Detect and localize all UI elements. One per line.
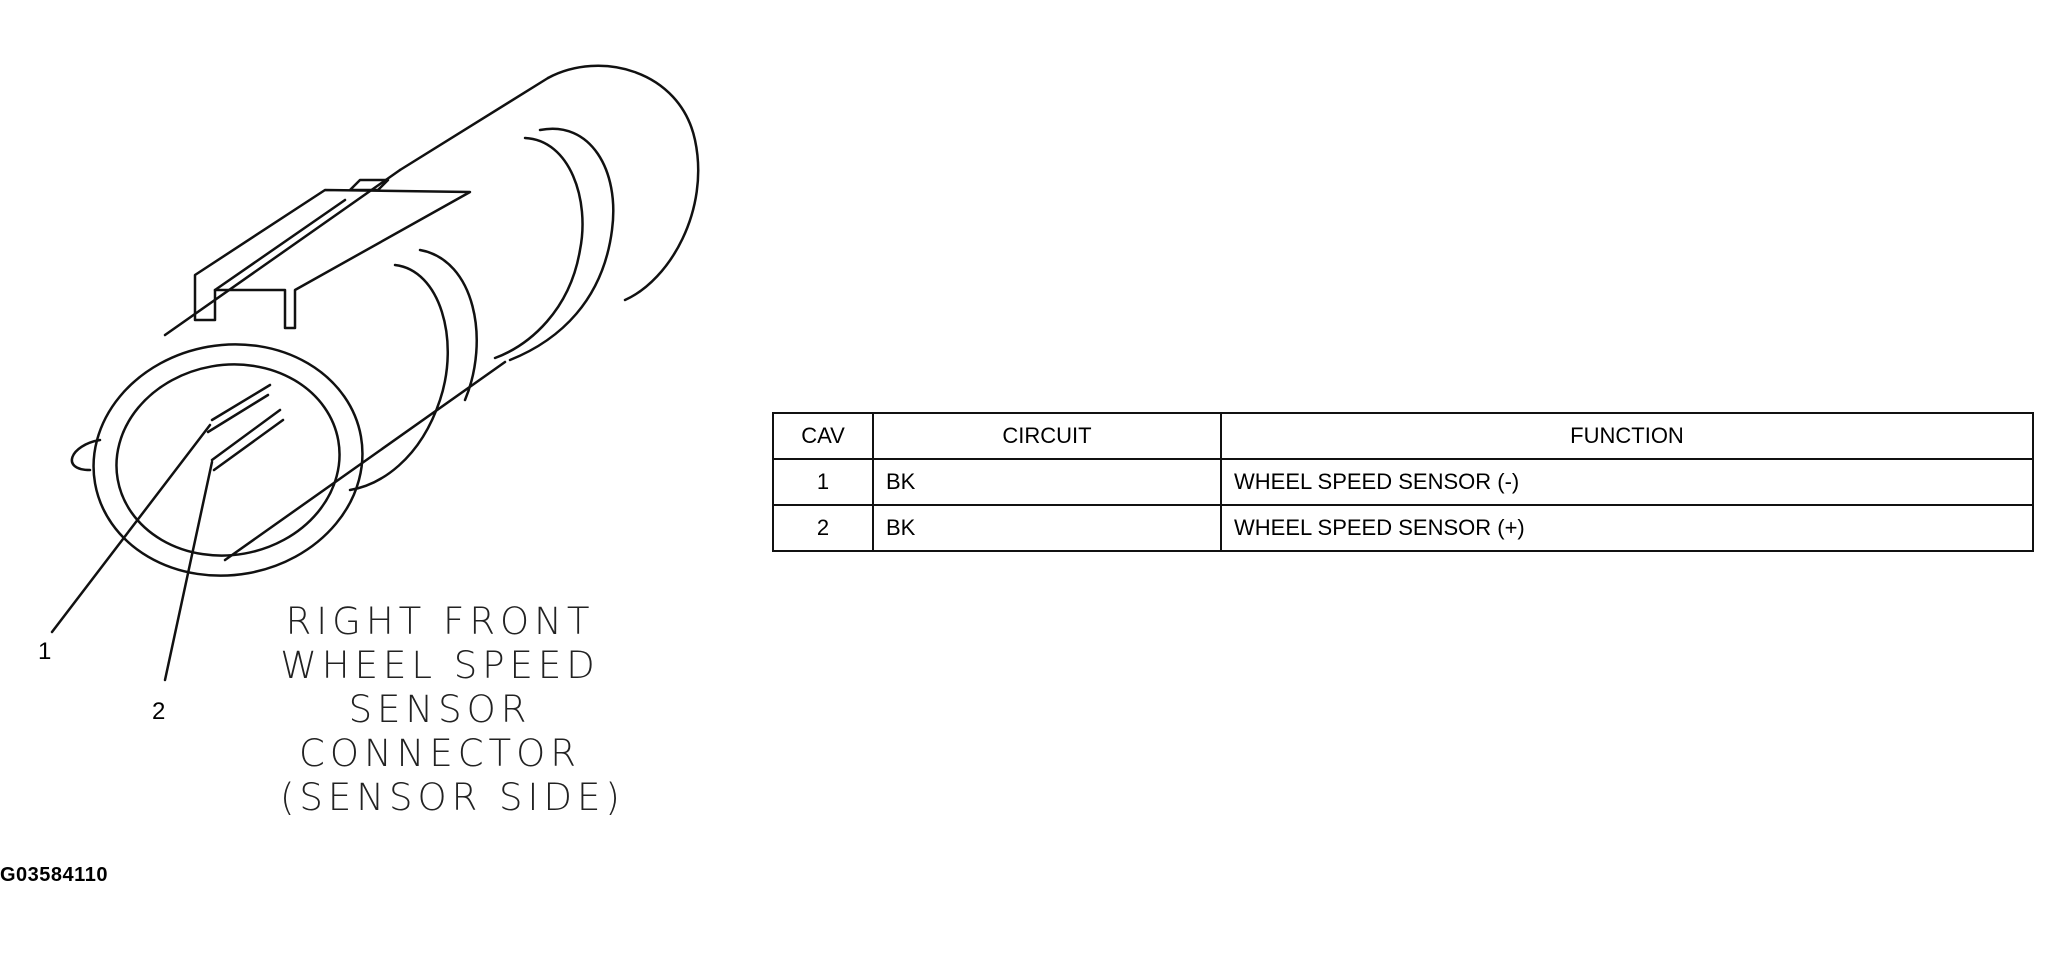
cell-function: WHEEL SPEED SENSOR (+) — [1220, 504, 2034, 552]
body-ring-2 — [418, 248, 478, 402]
pin-label-1: 1 — [38, 638, 52, 665]
table-row: 1 BK WHEEL SPEED SENSOR (-) — [772, 458, 2034, 506]
cell-cav: 1 — [772, 458, 874, 506]
header-circuit: CIRCUIT — [872, 412, 1222, 460]
rear-cap-top — [398, 76, 550, 172]
header-cav: CAV — [772, 412, 874, 460]
cell-function: WHEEL SPEED SENSOR (-) — [1220, 458, 2034, 506]
connector-caption: RIGHT FRONT WHEEL SPEED SENSOR CONNECTOR… — [280, 600, 625, 820]
caption-line: RIGHT FRONT — [285, 600, 595, 643]
body-bottom — [223, 360, 507, 562]
rear-cap — [546, 64, 700, 302]
leader-2 — [163, 460, 214, 682]
header-function: FUNCTION — [1220, 412, 2034, 460]
body-top — [163, 168, 402, 337]
side-stub — [70, 438, 102, 472]
body-ring — [348, 263, 449, 492]
cell-circuit: BK — [872, 458, 1222, 506]
outer-ring — [508, 127, 615, 362]
table-row: 2 BK WHEEL SPEED SENSOR (+) — [772, 504, 2034, 552]
outer-ring-inner — [493, 136, 584, 360]
front-face-inner — [115, 363, 341, 557]
caption-line: CONNECTOR — [299, 732, 581, 775]
table-header-row: CAV CIRCUIT FUNCTION — [772, 412, 2034, 460]
leader-1 — [50, 423, 212, 634]
latch-window — [348, 178, 390, 192]
caption-line: (SENSOR SIDE) — [280, 776, 625, 819]
latch-line — [213, 198, 347, 292]
figure-id: G03584110 — [0, 864, 108, 886]
caption-line: SENSOR — [348, 688, 532, 731]
latch — [193, 188, 472, 330]
pin-1 — [206, 383, 272, 434]
front-face-outer — [92, 343, 364, 577]
caption-line: WHEEL SPEED — [280, 644, 600, 687]
pin-label-2: 2 — [152, 698, 166, 725]
cell-circuit: BK — [872, 504, 1222, 552]
pinout-table: CAV CIRCUIT FUNCTION 1 BK WHEEL SPEED SE… — [772, 412, 2034, 552]
cell-cav: 2 — [772, 504, 874, 552]
pin-2 — [210, 408, 285, 472]
